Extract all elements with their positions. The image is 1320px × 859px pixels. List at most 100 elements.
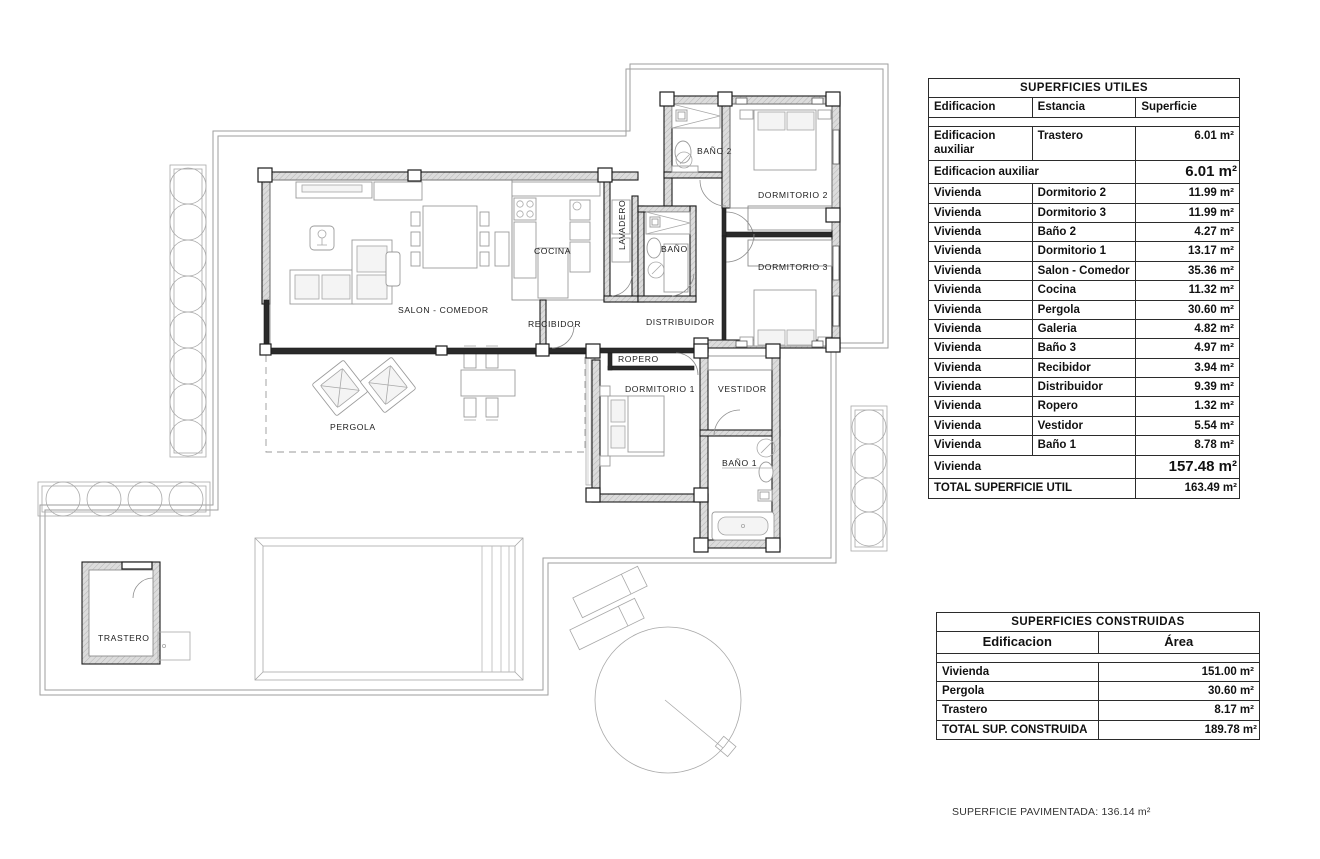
cell-superficie: 9.39 m² xyxy=(1135,376,1240,398)
construidas-title-row: SUPERFICIES CONSTRUIDAS xyxy=(936,611,1260,633)
utiles-total-value: 163.49 m² xyxy=(1135,478,1240,499)
construidas-title: SUPERFICIES CONSTRUIDAS xyxy=(936,611,1260,633)
construidas-total-row: TOTAL SUP. CONSTRUIDA 189.78 m² xyxy=(936,719,1260,741)
cell-estancia: Dormitorio 3 xyxy=(1031,202,1137,224)
cell-edificacion: Vivienda xyxy=(928,415,1033,437)
room-label-distribuidor: DISTRIBUIDOR xyxy=(646,317,715,327)
construidas-total-value: 189.78 m² xyxy=(1097,719,1260,741)
utiles-title: SUPERFICIES UTILES xyxy=(928,77,1240,99)
cell-superficie: 11.99 m² xyxy=(1135,183,1240,204)
cell-estancia: Baño 3 xyxy=(1031,338,1137,359)
aux-subtotal-value: 6.01 m² xyxy=(1135,159,1240,185)
cell-estancia: Baño 2 xyxy=(1031,221,1137,243)
cell-superficie: 35.36 m² xyxy=(1135,260,1240,282)
tree-planter-right xyxy=(850,405,888,552)
utiles-header-row: Edificacion Estancia Superficie xyxy=(928,97,1240,118)
distribuidor-room: DISTRIBUIDOR xyxy=(646,207,727,341)
plot-boundary xyxy=(39,63,889,696)
bano-room: BAÑO xyxy=(637,205,697,303)
cell-edificacion: Vivienda xyxy=(928,318,1033,340)
cell-estancia: Pergola xyxy=(1031,299,1137,320)
pergola-armchair xyxy=(312,357,416,416)
floor-plan-drawing: .wall { fill: url(#wallhatch); stroke: #… xyxy=(37,63,889,774)
cell-estancia: Distribuidor xyxy=(1031,376,1137,398)
cell-estancia-aux: Trastero xyxy=(1031,125,1137,161)
window-markers xyxy=(735,97,840,348)
trastero-building: TRASTERO xyxy=(81,561,191,665)
cell-estancia: Dormitorio 2 xyxy=(1031,183,1137,204)
utiles-total-row: TOTAL SUPERFICIE UTIL 163.49 m² xyxy=(927,478,1240,499)
cell-superficie: 11.99 m² xyxy=(1135,202,1240,224)
header-superficie: Superficie xyxy=(1135,97,1240,118)
cell-estancia: Cocina xyxy=(1031,280,1137,301)
table-row-aux: Edificacion auxiliar Trastero 6.01 m² xyxy=(928,125,1240,161)
room-label-dormitorio1: DORMITORIO 1 xyxy=(625,384,695,394)
vestidor-room: VESTIDOR xyxy=(707,355,773,437)
room-label-vestidor: VESTIDOR xyxy=(718,384,767,394)
cell-superficie: 5.54 m² xyxy=(1135,415,1240,437)
room-label-dormitorio3: DORMITORIO 3 xyxy=(758,262,828,272)
cell-estancia: Recibidor xyxy=(1031,357,1137,379)
cell-edificacion: Vivienda xyxy=(928,241,1033,262)
construidas-total-label: TOTAL SUP. CONSTRUIDA xyxy=(936,719,1099,741)
aux-subtotal-label: Edificacion auxiliar xyxy=(927,159,1137,185)
room-label-lavadero: LAVADERO xyxy=(617,200,627,250)
cell-estancia: Dormitorio 1 xyxy=(1031,241,1137,262)
room-label-salon-comedor: SALON - COMEDOR xyxy=(398,305,489,315)
dormitorio3-room: DORMITORIO 3 xyxy=(725,231,833,347)
cell-edificacion: Vivienda xyxy=(928,280,1033,301)
room-label-cocina: COCINA xyxy=(534,246,571,256)
cell-superficie-aux: 6.01 m² xyxy=(1135,125,1240,161)
cell-area: 30.60 m² xyxy=(1097,680,1260,702)
pergola-area: PERGOLA xyxy=(265,345,586,453)
cell-estancia: Galeria xyxy=(1031,318,1137,340)
cell-area: 151.00 m² xyxy=(1097,661,1260,683)
surfaces-useful-table: SUPERFICIES UTILES Edificacion Estancia … xyxy=(927,77,1240,499)
construidas-header-row: Edificacion Área xyxy=(936,631,1260,654)
cell-superficie: 1.32 m² xyxy=(1135,396,1240,417)
aux-line2: auxiliar xyxy=(934,144,975,157)
vivienda-subtotal-label: Vivienda xyxy=(927,454,1137,480)
salon-furniture: SALON - COMEDOR xyxy=(289,181,510,315)
tree-icon xyxy=(851,409,887,547)
cell-superficie: 4.97 m² xyxy=(1135,338,1240,359)
header-area: Área xyxy=(1097,631,1260,654)
cell-area: 8.17 m² xyxy=(1097,700,1260,721)
cell-edificacion: Vivienda xyxy=(928,338,1033,359)
cell-edificacion-built: Trastero xyxy=(936,700,1099,721)
cell-superficie: 8.78 m² xyxy=(1135,435,1240,456)
room-label-pergola: PERGOLA xyxy=(330,422,376,432)
room-label-ropero: ROPERO xyxy=(618,354,659,364)
cell-edificacion: Vivienda xyxy=(928,357,1033,379)
room-label-trastero: TRASTERO xyxy=(98,633,150,643)
surfaces-built-table: SUPERFICIES CONSTRUIDAS Edificacion Área… xyxy=(936,611,1260,741)
cell-estancia: Vestidor xyxy=(1031,415,1137,437)
cell-edificacion: Vivienda xyxy=(928,396,1033,417)
header-estancia: Estancia xyxy=(1031,97,1137,118)
cell-superficie: 30.60 m² xyxy=(1135,299,1240,320)
cell-superficie: 4.82 m² xyxy=(1135,318,1240,340)
structural-pillars xyxy=(257,91,841,553)
cell-edificacion: Vivienda xyxy=(928,260,1033,282)
cell-superficie: 13.17 m² xyxy=(1135,241,1240,262)
room-label-bano2: BAÑO 2 xyxy=(697,146,732,156)
round-terrace-feature xyxy=(594,626,742,774)
cell-edificacion-aux: Edificacion auxiliar xyxy=(928,125,1033,161)
room-label-bano: BAÑO xyxy=(661,244,688,254)
cell-edificacion: Vivienda xyxy=(928,221,1033,243)
cell-edificacion-built: Pergola xyxy=(936,680,1099,702)
tree-planter-left xyxy=(169,164,207,458)
